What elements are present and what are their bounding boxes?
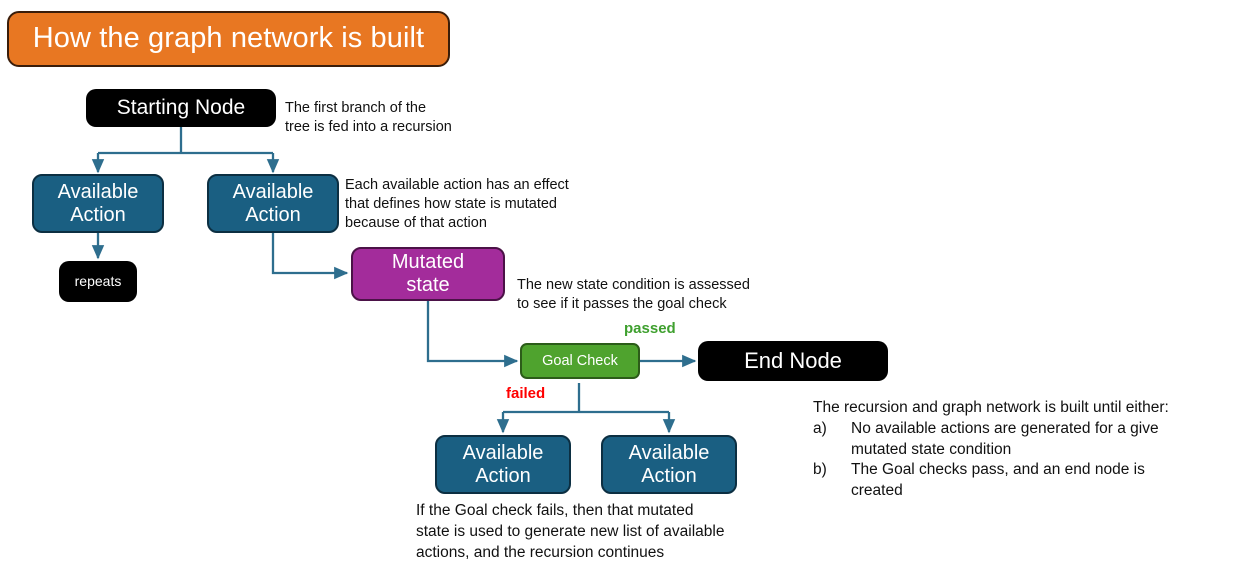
note-goal-fail: If the Goal check fails, then that mutat…: [416, 502, 725, 561]
list-item-text: The Goal checks pass, and an end node is…: [851, 461, 1145, 500]
list-marker: b): [813, 461, 827, 479]
note-action-effect: Each available action has an effect that…: [345, 177, 569, 232]
node-available-action-2[interactable]: Available Action: [207, 174, 339, 233]
termination-conditions: The recursion and graph network is built…: [813, 398, 1223, 502]
node-available-action-4[interactable]: Available Action: [601, 435, 737, 494]
node-end[interactable]: End Node: [698, 341, 888, 381]
note-first-branch: The first branch of the tree is fed into…: [285, 100, 452, 136]
edge-label-passed: passed: [624, 320, 676, 337]
note-state-assessed: The new state condition is assessed to s…: [517, 277, 750, 313]
node-available-action-1[interactable]: Available Action: [32, 174, 164, 233]
node-mutated-state[interactable]: Mutated state: [351, 247, 505, 301]
node-available-action-3[interactable]: Available Action: [435, 435, 571, 494]
termination-intro: The recursion and graph network is built…: [813, 399, 1169, 416]
list-marker: a): [813, 419, 827, 437]
node-repeats[interactable]: repeats: [59, 261, 137, 302]
node-starting[interactable]: Starting Node: [86, 89, 276, 127]
list-item: a) No available actions are generated fo…: [813, 419, 1223, 461]
page-title: How the graph network is built: [7, 11, 450, 67]
edge-label-failed: failed: [506, 385, 546, 402]
list-item-text: No available actions are generated for a…: [851, 419, 1159, 458]
list-item: b) The Goal checks pass, and an end node…: [813, 460, 1223, 502]
node-goal-check[interactable]: Goal Check: [520, 343, 640, 379]
